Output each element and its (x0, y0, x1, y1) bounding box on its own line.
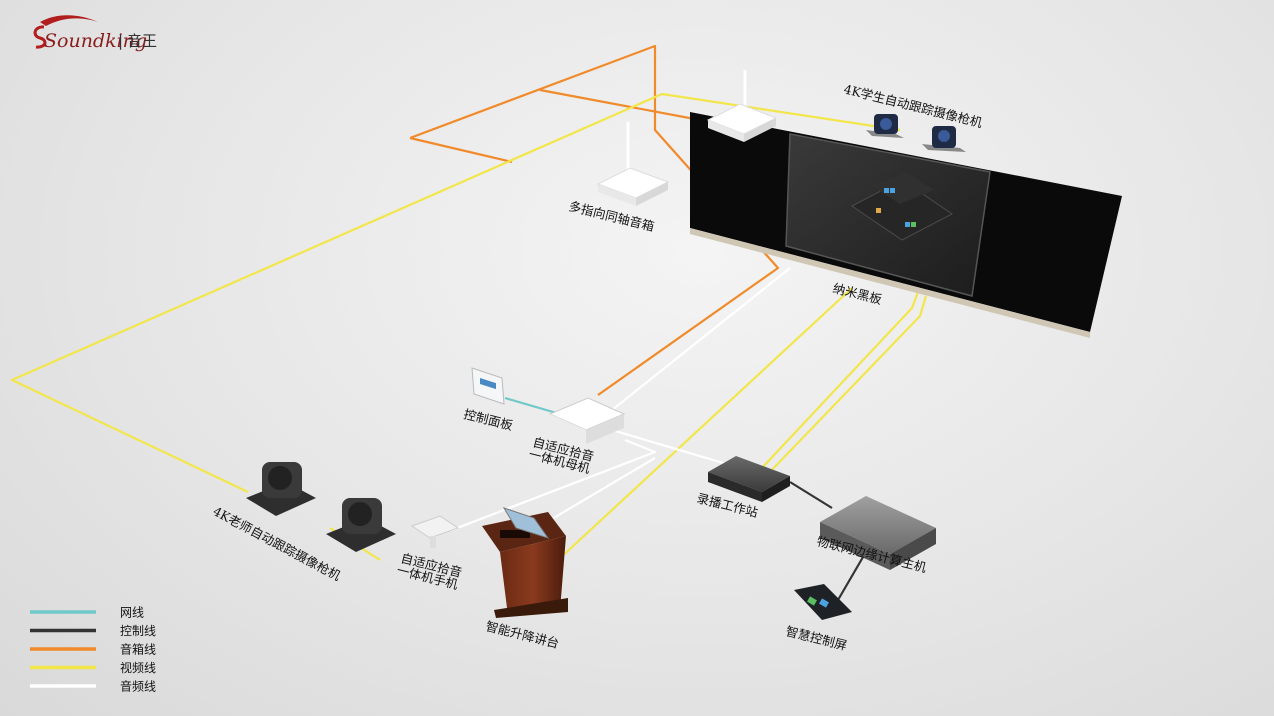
legend-item: 网线 (30, 606, 144, 620)
speaker-left (596, 122, 670, 206)
legend-label: 网线 (120, 606, 144, 620)
mic-host-device (548, 397, 626, 444)
smart-screen-device (794, 584, 852, 620)
control-panel-label: 控制面板 (462, 406, 515, 433)
control-panel-device (471, 367, 505, 405)
video-cable (557, 287, 853, 561)
logo-swoosh-icon (40, 15, 98, 26)
screen-windows-icon (851, 172, 953, 241)
audio-cable (611, 267, 791, 411)
iot-host-device (820, 496, 936, 570)
teacher-camera-right (326, 498, 396, 552)
legend-label: 控制线 (120, 624, 156, 638)
legend-item: 视频线 (30, 660, 156, 675)
logo-s-icon (33, 25, 47, 49)
logo-separator: | (118, 32, 123, 50)
nano-blackboard (690, 112, 1122, 338)
audio-cable (611, 428, 741, 470)
student-camera-label: 4K学生自动跟踪摄像枪机 (842, 81, 984, 130)
blackboard-label: 纳米黑板 (831, 280, 884, 307)
video-cable (759, 291, 920, 471)
mic-slave-device (410, 515, 460, 548)
podium-label: 智能升降讲台 (484, 618, 560, 651)
legend-label: 视频线 (120, 660, 156, 675)
legend-item: 音频线 (30, 679, 156, 694)
speaker-cable (539, 88, 701, 122)
logo-chinese-name: 音王 (127, 32, 157, 50)
student-camera-right (922, 126, 966, 152)
speaker-label: 多指向同轴音箱 (567, 198, 656, 234)
logo-text: Soundking (44, 30, 147, 52)
recording-station-device (708, 456, 790, 502)
student-camera-left (866, 114, 904, 138)
speaker-cable (409, 136, 513, 164)
control-cable (789, 481, 833, 509)
audio-cable (451, 438, 657, 532)
cables (10, 44, 928, 601)
speaker-top (706, 70, 778, 142)
legend-item: 控制线 (30, 624, 156, 638)
brand-logo: Soundking | 音王 (33, 15, 157, 52)
legend-label: 音箱线 (120, 642, 156, 657)
network-cable (504, 396, 561, 416)
smart-screen-label: 智慧控制屏 (784, 623, 848, 653)
legend-item: 音箱线 (30, 642, 156, 657)
video-cable (765, 295, 928, 477)
video-cable (10, 92, 901, 493)
legend-label: 音频线 (120, 679, 156, 694)
podium-device (482, 507, 568, 618)
speaker-cable (409, 44, 780, 396)
teacher-camera-left (246, 462, 316, 516)
